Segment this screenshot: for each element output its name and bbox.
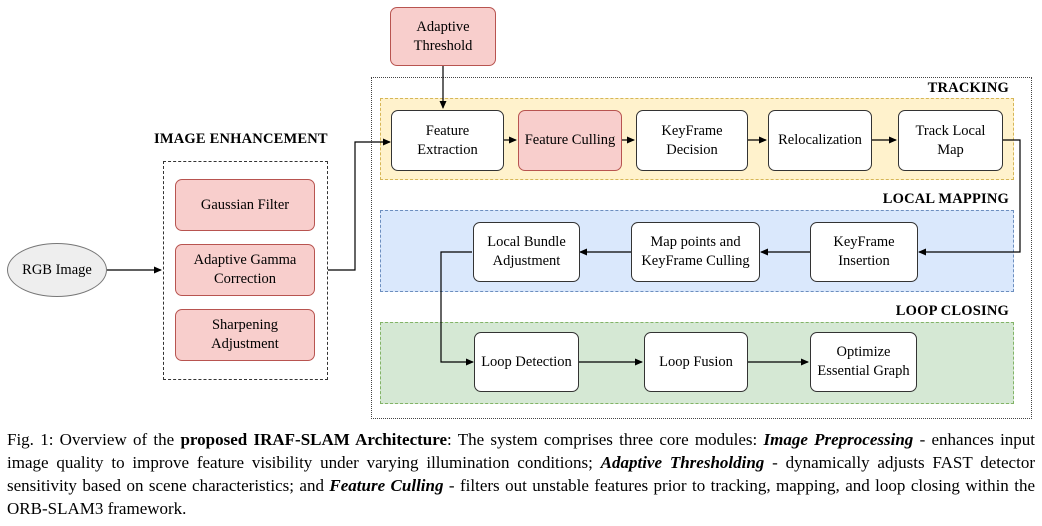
- figure-caption: Fig. 1: Overview of the proposed IRAF-SL…: [7, 428, 1035, 520]
- relocalization-node: Relocalization: [768, 110, 872, 171]
- keyframe-decision-node: KeyFrame Decision: [636, 110, 748, 171]
- optimize-essential-graph-node: Optimize Essential Graph: [810, 332, 917, 392]
- caption-term-feature-culling: Feature Culling: [329, 476, 444, 495]
- local-mapping-label: LOCAL MAPPING: [882, 191, 1009, 207]
- track-local-map-node: Track Local Map: [898, 110, 1003, 171]
- loop-detection-node: Loop Detection: [474, 332, 579, 392]
- local-bundle-adjustment-node: Local Bundle Adjustment: [473, 222, 580, 282]
- gaussian-filter-node: Gaussian Filter: [175, 179, 315, 231]
- adaptive-gamma-correction-node: Adaptive Gamma Correction: [175, 244, 315, 296]
- map-points-keyframe-culling-node: Map points and KeyFrame Culling: [631, 222, 760, 282]
- caption-term-image-preprocessing: Image Preprocessing: [763, 430, 914, 449]
- adaptive-threshold-node: Adaptive Threshold: [390, 7, 496, 66]
- loop-closing-label: LOOP CLOSING: [895, 303, 1009, 319]
- arrow-bundle-adjustment-to-loop-detection: [440, 251, 474, 366]
- tracking-label: TRACKING: [927, 80, 1009, 96]
- rgb-image-node: RGB Image: [7, 243, 107, 297]
- caption-title: proposed IRAF-SLAM Architecture: [180, 430, 448, 449]
- loop-fusion-node: Loop Fusion: [644, 332, 748, 392]
- caption-part3: - dynamically adjusts FAST detector sens…: [7, 453, 1035, 495]
- keyframe-insertion-node: KeyFrame Insertion: [810, 222, 918, 282]
- image-enhancement-label: IMAGE ENHANCEMENT: [154, 131, 328, 147]
- caption-part1: : The system comprises three core module…: [447, 430, 764, 449]
- caption-term-adaptive-thresholding: Adaptive Thresholding: [600, 453, 765, 472]
- caption-prefix: Fig. 1: Overview of the: [7, 430, 181, 449]
- sharpening-adjustment-node: Sharpening Adjustment: [175, 309, 315, 361]
- feature-extraction-node: Feature Extraction: [391, 110, 504, 171]
- arrow-enhancement-to-extraction: [328, 138, 391, 271]
- orb-slam3-framework-frame: [371, 77, 1032, 419]
- caption-part2: - enhances input image quality to improv…: [7, 430, 1036, 472]
- feature-culling-node: Feature Culling: [518, 110, 622, 171]
- caption-part4: - filters out unstable features prior to…: [7, 476, 1036, 518]
- image-enhancement-frame: [163, 161, 328, 380]
- arrow-track-local-map-to-keyframe-insertion: [918, 139, 1021, 256]
